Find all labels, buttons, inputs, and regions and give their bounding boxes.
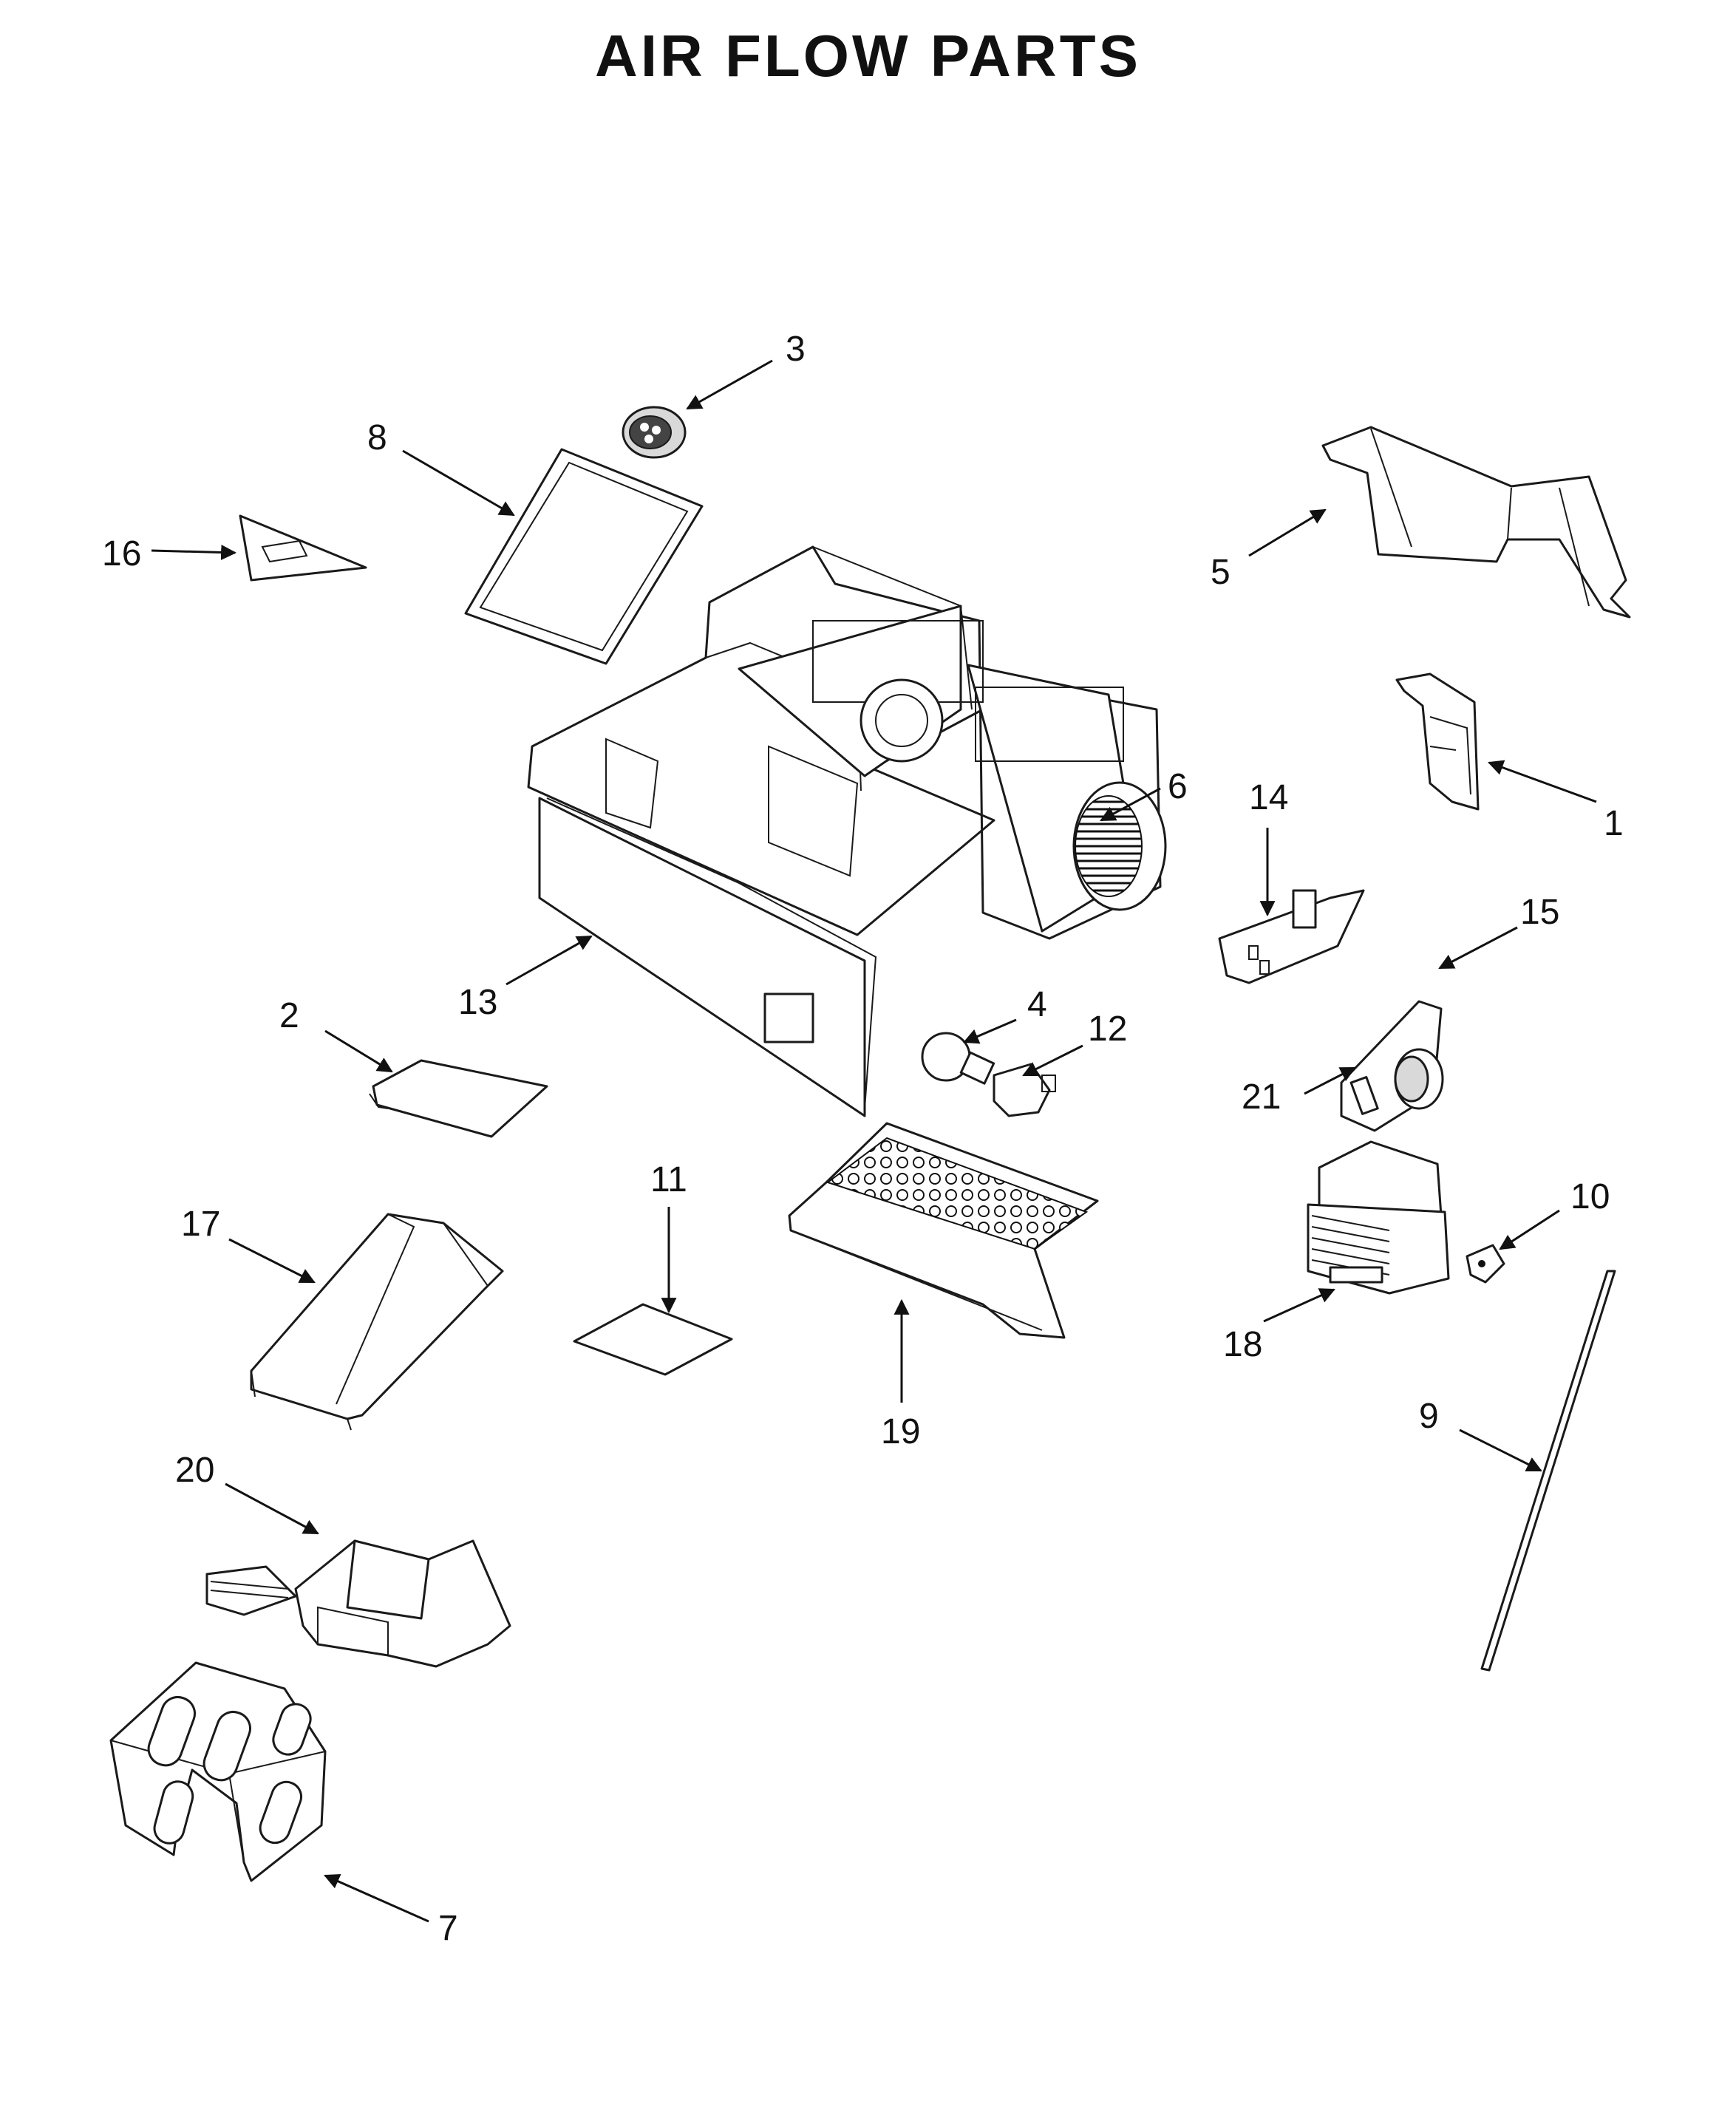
leader-4	[963, 1018, 1017, 1044]
part-8-filter-frame	[464, 448, 704, 665]
leader-5	[1248, 508, 1327, 557]
diagram-title: AIR FLOW PARTS	[595, 23, 1141, 89]
callout-14: 14	[1249, 778, 1288, 817]
leader-17	[228, 1238, 316, 1284]
leader-20	[225, 1482, 319, 1535]
callout-5: 5	[1211, 553, 1230, 592]
leader-7	[324, 1874, 429, 1923]
callout-7: 7	[438, 1909, 458, 1948]
part-11-sheet	[573, 1303, 733, 1376]
part-17-cover-hood	[250, 1213, 504, 1431]
callout-16: 16	[102, 534, 141, 573]
part-20-vent-damper	[205, 1539, 511, 1668]
part-1-bracket	[1395, 672, 1480, 811]
part-19-grille	[788, 1122, 1099, 1339]
part-5-duct-cover	[1321, 426, 1631, 619]
callout-13: 13	[458, 983, 497, 1022]
callout-3: 3	[786, 330, 806, 369]
callout-9: 9	[1419, 1397, 1439, 1436]
leader-16	[151, 545, 237, 560]
callout-10: 10	[1570, 1177, 1610, 1216]
part-21-terminal	[1349, 1076, 1379, 1115]
part-13-air-duct-assembly	[527, 545, 1167, 1117]
part-12-lamp-socket	[993, 1063, 1056, 1117]
part-7-heater-bracket	[109, 1661, 327, 1882]
callout-2: 2	[279, 996, 299, 1035]
callout-6: 6	[1168, 767, 1188, 806]
leader-8	[402, 449, 515, 517]
leader-18	[1263, 1288, 1335, 1323]
part-18-transformer	[1307, 1140, 1450, 1295]
callout-11: 11	[650, 1160, 687, 1199]
part-16-plate	[239, 514, 367, 582]
leader-10	[1499, 1209, 1560, 1250]
part-3-grommet	[622, 406, 687, 459]
callout-17: 17	[181, 1205, 220, 1244]
leader-13	[506, 935, 593, 986]
part-14-circuit-board	[1218, 889, 1365, 984]
leader-2	[324, 1029, 393, 1073]
callout-1: 1	[1604, 804, 1624, 843]
callout-12: 12	[1088, 1009, 1127, 1049]
part-2-plate	[369, 1059, 548, 1138]
callout-labels: 1 2 3 4 5 6 7 8 9 10 11 12 13 14 15 16 1…	[102, 330, 1624, 1948]
part-15-motor-bracket	[1340, 1000, 1444, 1132]
leader-21	[1304, 1066, 1356, 1095]
part-10-clip	[1466, 1244, 1505, 1284]
callout-18: 18	[1223, 1325, 1262, 1364]
leader-6	[1100, 787, 1161, 822]
callout-4: 4	[1027, 985, 1047, 1024]
leader-15	[1438, 926, 1518, 970]
leader-12	[1022, 1044, 1083, 1077]
callout-20: 20	[175, 1451, 214, 1490]
part-4-lamp	[921, 1032, 995, 1085]
callout-8: 8	[367, 418, 387, 457]
callout-15: 15	[1520, 893, 1559, 932]
leader-lines	[151, 359, 1597, 1923]
callout-21: 21	[1242, 1077, 1281, 1117]
leader-3	[686, 359, 773, 410]
leader-1	[1488, 760, 1597, 803]
leader-9	[1459, 1429, 1542, 1472]
part-9-rod	[1480, 1270, 1616, 1672]
callout-19: 19	[881, 1412, 920, 1451]
